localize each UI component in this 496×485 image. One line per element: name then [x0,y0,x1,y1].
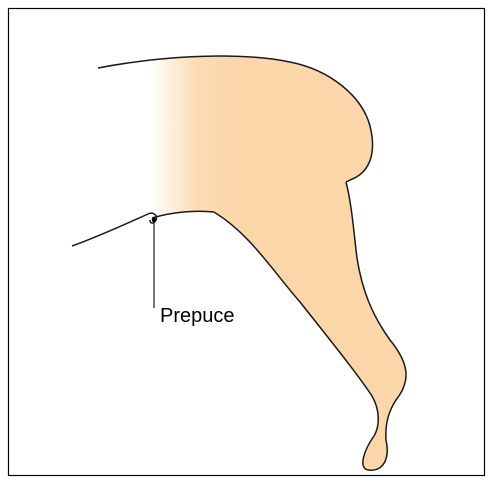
prepuce-label: Prepuce [160,306,235,326]
prepuce-outline [72,213,156,246]
hind-limb-fill [98,56,406,470]
prepuce-marker-dot [152,218,156,222]
